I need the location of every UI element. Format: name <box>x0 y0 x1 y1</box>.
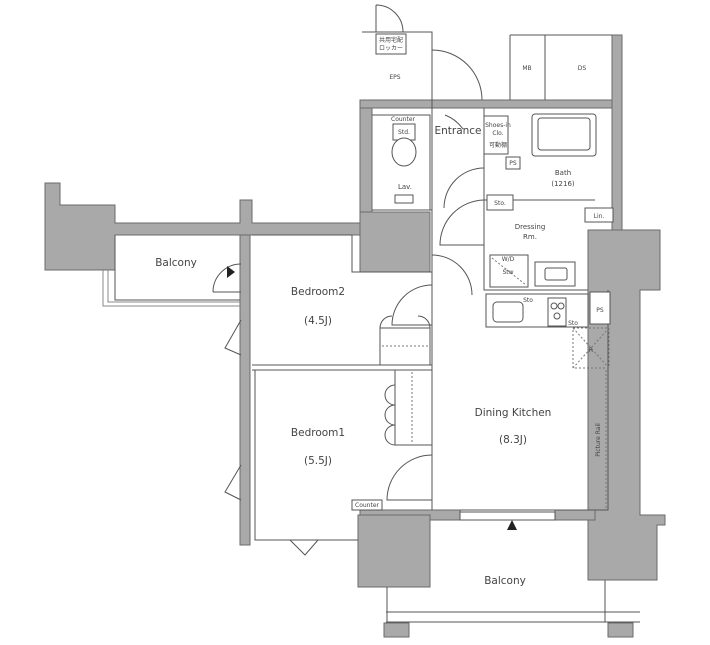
room-label-entrance: Entrance <box>434 125 481 137</box>
room-label-bedroom2: Bedroom2 <box>291 286 345 298</box>
label-sto-entrance: Sto. <box>494 200 506 207</box>
label-picture-rail: Picture Rail <box>595 423 602 457</box>
label-wd: W/D <box>502 256 515 263</box>
entry-arrow-icon <box>227 266 235 278</box>
room-label-lavatory: Lav. <box>398 183 412 191</box>
label-sto-kitchen: Sto <box>568 320 578 327</box>
label-delivery-locker: 共用宅配 <box>379 36 403 44</box>
interior-lines <box>102 4 640 623</box>
entry-arrow-icon <box>507 520 517 530</box>
label-movable-shelf: 可動棚 <box>489 141 507 149</box>
label-eps: EPS <box>389 74 400 81</box>
room-label-dressing-rm: Rm. <box>523 233 537 241</box>
label-counter-bedroom: Counter <box>355 502 380 509</box>
label-stw: Stw <box>502 269 513 276</box>
room-label-dining-kitchen: Dining Kitchen <box>475 407 552 419</box>
room-size-bath: (1216) <box>551 180 575 188</box>
label-ps-entrance: PS <box>509 160 517 167</box>
label-sto-kitchen: Sto <box>523 297 533 304</box>
label-shoes-in-clo: Shoes-in <box>485 122 511 129</box>
room-label-bedroom1: Bedroom1 <box>291 427 345 439</box>
room-label-balcony-south: Balcony <box>484 575 526 587</box>
room-label-bath: Bath <box>555 169 571 177</box>
fixtures <box>227 113 614 530</box>
room-size-dining-kitchen: (8.3J) <box>499 434 527 446</box>
room-label-dressing: Dressing <box>515 223 546 231</box>
label-shoes-in-clo: Clo. <box>492 130 503 137</box>
label-delivery-locker: ロッカー <box>379 45 403 52</box>
label-ps-kitchen: PS <box>596 307 604 314</box>
label-linen: Lin. <box>594 213 605 220</box>
room-size-bedroom2: (4.5J) <box>304 315 332 327</box>
room-label-balcony-west: Balcony <box>155 257 197 269</box>
room-size-bedroom1: (5.5J) <box>304 455 332 467</box>
label-counter-lav: Counter <box>391 116 416 123</box>
label-refrigerator: R <box>589 347 593 354</box>
label-mb: MB <box>522 65 531 72</box>
label-std: Std. <box>398 129 410 136</box>
label-ds: DS <box>578 65 587 72</box>
